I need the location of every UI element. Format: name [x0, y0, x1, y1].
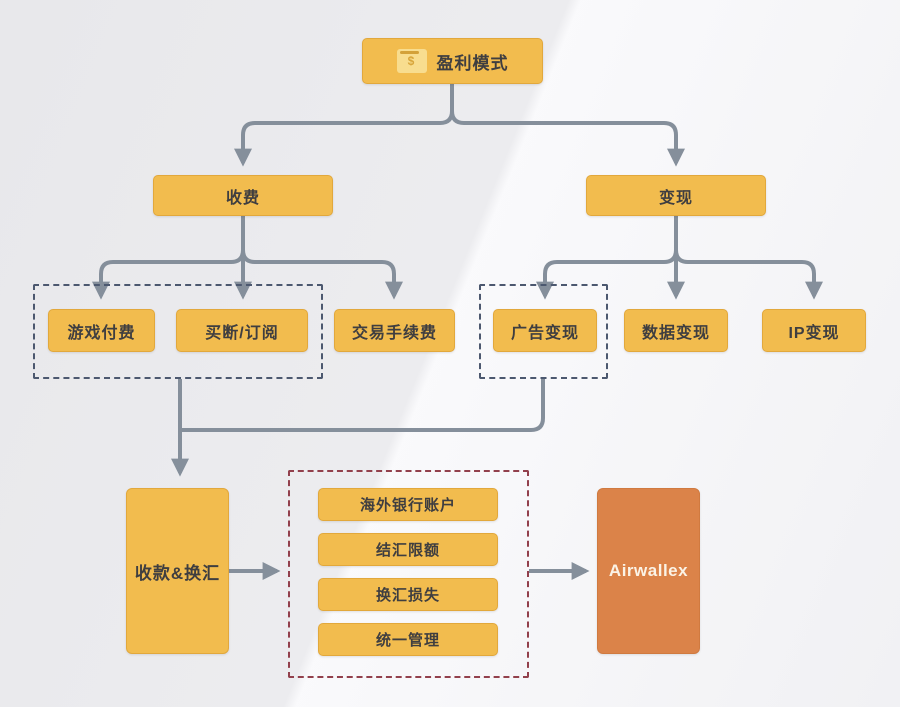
group-painpoints-dashed [288, 470, 529, 678]
node-transaction-fee: 交易手续费 [334, 309, 455, 352]
node-overseas-bank-account: 海外银行账户 [318, 488, 498, 521]
dollar-icon: $ [396, 49, 427, 73]
node-game-payment: 游戏付费 [48, 309, 155, 352]
node-settlement-limit: 结汇限额 [318, 533, 498, 566]
node-exchange-loss: 换汇损失 [318, 578, 498, 611]
node-charging: 收费 [153, 175, 333, 216]
node-collection-exchange: 收款&换汇 [126, 488, 229, 654]
node-profit-model: $ 盈利模式 [362, 38, 543, 84]
group-ad-dashed [479, 284, 608, 379]
node-monetization: 变现 [586, 175, 766, 216]
node-profit-model-label: 盈利模式 [436, 53, 509, 73]
group-charging-dashed [33, 284, 323, 379]
node-ad-monetization: 广告变现 [493, 309, 597, 352]
node-ip-monetization: IP变现 [762, 309, 866, 352]
node-buyout-subscription: 买断/订阅 [176, 309, 308, 352]
node-unified-management: 统一管理 [318, 623, 498, 656]
node-data-monetization: 数据变现 [624, 309, 728, 352]
node-airwallex: Airwallex [597, 488, 700, 654]
